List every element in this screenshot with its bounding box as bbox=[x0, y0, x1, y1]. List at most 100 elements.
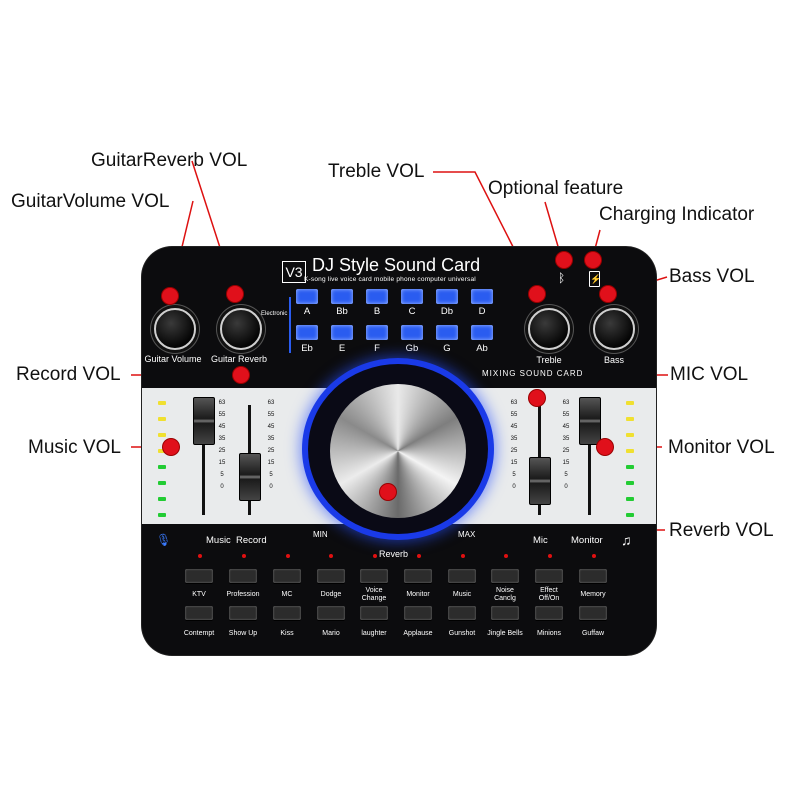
pad-label: Eb bbox=[301, 343, 313, 354]
callout-optional: Optional feature bbox=[488, 178, 624, 199]
noise-canceling-button[interactable] bbox=[491, 569, 519, 583]
ktv-button[interactable] bbox=[185, 569, 213, 583]
pad-a[interactable] bbox=[296, 289, 318, 304]
mic-fader[interactable] bbox=[529, 457, 551, 505]
pad-label: Db bbox=[440, 306, 454, 317]
record-fader[interactable] bbox=[239, 453, 261, 501]
minions-button[interactable] bbox=[535, 606, 563, 620]
callout-record: Record VOL bbox=[16, 364, 121, 385]
scale-tick: 45 bbox=[510, 424, 518, 430]
mixing-label: MIXING SOUND CARD bbox=[482, 369, 584, 378]
effect-toggle-button[interactable] bbox=[535, 569, 563, 583]
callout-dot-guitar-volume bbox=[162, 288, 178, 304]
pad-label: Gb bbox=[405, 343, 419, 354]
music-fader[interactable] bbox=[193, 397, 215, 445]
button-label: Guffaw bbox=[581, 630, 605, 637]
scale-tick: 35 bbox=[267, 436, 275, 442]
pad-label: Bb bbox=[336, 306, 348, 317]
laughter-button[interactable] bbox=[360, 606, 388, 620]
scale-tick: 55 bbox=[267, 412, 275, 418]
callout-dot-reverb bbox=[380, 484, 396, 500]
scale-tick: 55 bbox=[218, 412, 226, 418]
indicator-led bbox=[548, 554, 552, 558]
reverb-section-label: Reverb bbox=[379, 549, 409, 559]
level-led bbox=[158, 433, 166, 437]
level-led bbox=[626, 513, 634, 517]
callout-music: Music VOL bbox=[28, 437, 121, 458]
callout-dot-monitor bbox=[597, 439, 613, 455]
button-label: Dodge bbox=[320, 591, 342, 598]
monitor-fader[interactable] bbox=[579, 397, 601, 445]
scale-tick: 25 bbox=[267, 448, 275, 454]
scale-tick: 15 bbox=[267, 460, 275, 466]
callout-guitar-volume: GuitarVolume VOL bbox=[11, 191, 170, 212]
mic-section-label: Mic bbox=[533, 535, 548, 546]
scale-tick: 35 bbox=[218, 436, 226, 442]
bass-knob[interactable] bbox=[593, 308, 635, 350]
pad-bracket bbox=[289, 297, 291, 353]
jingle-bells-button[interactable] bbox=[491, 606, 519, 620]
button-label: Gunshot bbox=[448, 630, 476, 637]
callout-monitor: Monitor VOL bbox=[668, 437, 775, 458]
mario-button[interactable] bbox=[317, 606, 345, 620]
pad-ab[interactable] bbox=[471, 325, 493, 340]
guffaw-button[interactable] bbox=[579, 606, 607, 620]
button-label: Jingle Bells bbox=[487, 630, 523, 637]
pad-c[interactable] bbox=[401, 289, 423, 304]
level-led bbox=[158, 417, 166, 421]
pad-g[interactable] bbox=[436, 325, 458, 340]
button-label: Show Up bbox=[228, 630, 258, 637]
pad-gb[interactable] bbox=[401, 325, 423, 340]
bass-label: Bass bbox=[603, 355, 624, 365]
button-label: Voice Change bbox=[361, 587, 387, 602]
level-led bbox=[626, 401, 634, 405]
button-label: Minions bbox=[536, 630, 562, 637]
gunshot-button[interactable] bbox=[448, 606, 476, 620]
indicator-led bbox=[592, 554, 596, 558]
level-led bbox=[158, 465, 166, 469]
dodge-button[interactable] bbox=[317, 569, 345, 583]
voice-change-button[interactable] bbox=[360, 569, 388, 583]
callout-dot-charging bbox=[585, 252, 601, 268]
pad-bb[interactable] bbox=[331, 289, 353, 304]
indicator-led bbox=[417, 554, 421, 558]
callout-guitar-reverb: GuitarReverb VOL bbox=[91, 150, 248, 171]
scale-tick: 0 bbox=[269, 484, 273, 490]
scale-tick: 63 bbox=[218, 400, 226, 406]
guitar-reverb-knob[interactable] bbox=[220, 308, 262, 350]
pad-e[interactable] bbox=[331, 325, 353, 340]
treble-knob[interactable] bbox=[528, 308, 570, 350]
mc-button[interactable] bbox=[273, 569, 301, 583]
pad-eb[interactable] bbox=[296, 325, 318, 340]
monitor-button[interactable] bbox=[404, 569, 432, 583]
scale-tick: 45 bbox=[267, 424, 275, 430]
guitar-volume-knob[interactable] bbox=[154, 308, 196, 350]
indicator-led bbox=[461, 554, 465, 558]
contempt-button[interactable] bbox=[185, 606, 213, 620]
pad-b[interactable] bbox=[366, 289, 388, 304]
pad-label: G bbox=[443, 343, 451, 354]
pad-f[interactable] bbox=[366, 325, 388, 340]
indicator-led bbox=[504, 554, 508, 558]
button-label: Applause bbox=[403, 630, 433, 637]
guitar-reverb-label: Guitar Reverb bbox=[210, 354, 268, 364]
level-led bbox=[158, 449, 166, 453]
profession-button[interactable] bbox=[229, 569, 257, 583]
kiss-button[interactable] bbox=[273, 606, 301, 620]
pad-db[interactable] bbox=[436, 289, 458, 304]
music-note-icon: ♫ bbox=[621, 532, 632, 548]
indicator-led bbox=[373, 554, 377, 558]
show-up-button[interactable] bbox=[229, 606, 257, 620]
device-title: DJ Style Sound Card bbox=[312, 255, 481, 275]
reverb-wheel[interactable] bbox=[330, 384, 466, 518]
level-led bbox=[626, 433, 634, 437]
memory-button[interactable] bbox=[579, 569, 607, 583]
button-label: KTV bbox=[192, 591, 206, 598]
applause-button[interactable] bbox=[404, 606, 432, 620]
pad-d[interactable] bbox=[471, 289, 493, 304]
music-section-label: Music bbox=[206, 535, 231, 546]
monitor-fader-track bbox=[588, 405, 591, 515]
indicator-led bbox=[329, 554, 333, 558]
music-button[interactable] bbox=[448, 569, 476, 583]
